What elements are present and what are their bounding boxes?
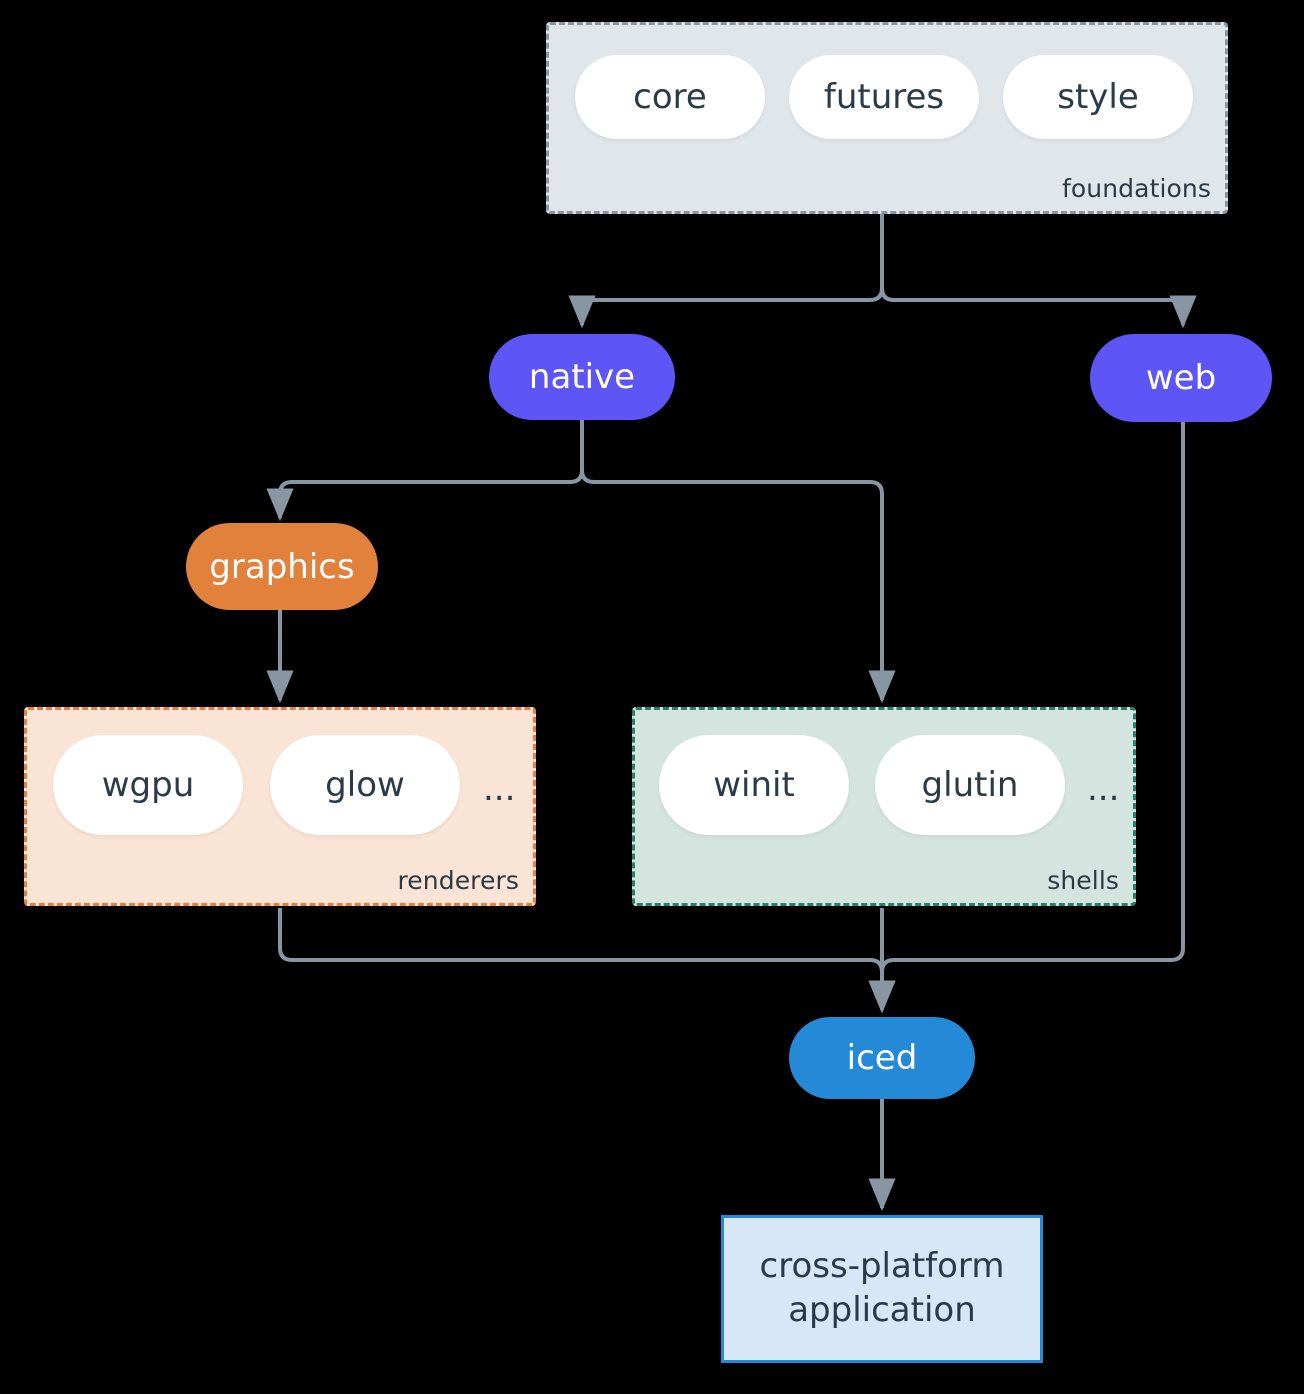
edge-renderers-iced	[278, 908, 896, 1014]
node-native[interactable]: native	[489, 334, 675, 420]
cluster-renderers-label: renderers	[397, 866, 519, 895]
node-web[interactable]: web	[1090, 334, 1272, 422]
node-graphics-label: graphics	[209, 546, 355, 587]
pill-core-label: core	[633, 77, 707, 117]
renderers-overflow-ellipsis: ...	[483, 769, 516, 809]
edge-native-shells	[580, 420, 896, 704]
edge-native-graphics	[266, 420, 584, 522]
node-iced[interactable]: iced	[789, 1017, 975, 1099]
pill-wgpu-label: wgpu	[101, 765, 195, 805]
edge-foundations-web	[880, 214, 1197, 329]
pill-wgpu[interactable]: wgpu	[53, 735, 243, 835]
pill-futures-label: futures	[823, 77, 945, 117]
node-web-label: web	[1145, 358, 1217, 398]
node-native-label: native	[528, 357, 636, 397]
application-line-1: cross-platform	[759, 1246, 1005, 1287]
node-application[interactable]: cross-platform application	[721, 1215, 1043, 1363]
pill-glutin[interactable]: glutin	[875, 735, 1065, 835]
cluster-shells: winit glutin ... shells	[632, 707, 1136, 906]
edge-foundations-native	[568, 214, 884, 329]
node-iced-label: iced	[846, 1038, 918, 1078]
pill-style-label: style	[1057, 77, 1139, 117]
cluster-shells-label: shells	[1047, 866, 1119, 895]
node-graphics[interactable]: graphics	[186, 523, 378, 610]
shells-overflow-ellipsis: ...	[1087, 769, 1120, 809]
cluster-foundations-label: foundations	[1062, 174, 1211, 203]
pill-winit[interactable]: winit	[659, 735, 849, 835]
pill-style[interactable]: style	[1003, 55, 1193, 139]
pill-futures[interactable]: futures	[789, 55, 979, 139]
pill-glow[interactable]: glow	[270, 735, 460, 835]
pill-winit-label: winit	[713, 765, 795, 805]
pill-glow-label: glow	[325, 765, 405, 805]
application-line-2: application	[788, 1290, 976, 1330]
pill-core[interactable]: core	[575, 55, 765, 139]
cluster-foundations: core futures style foundations	[546, 22, 1228, 214]
pill-glutin-label: glutin	[921, 765, 1019, 805]
cluster-renderers: wgpu glow ... renderers	[24, 707, 536, 906]
